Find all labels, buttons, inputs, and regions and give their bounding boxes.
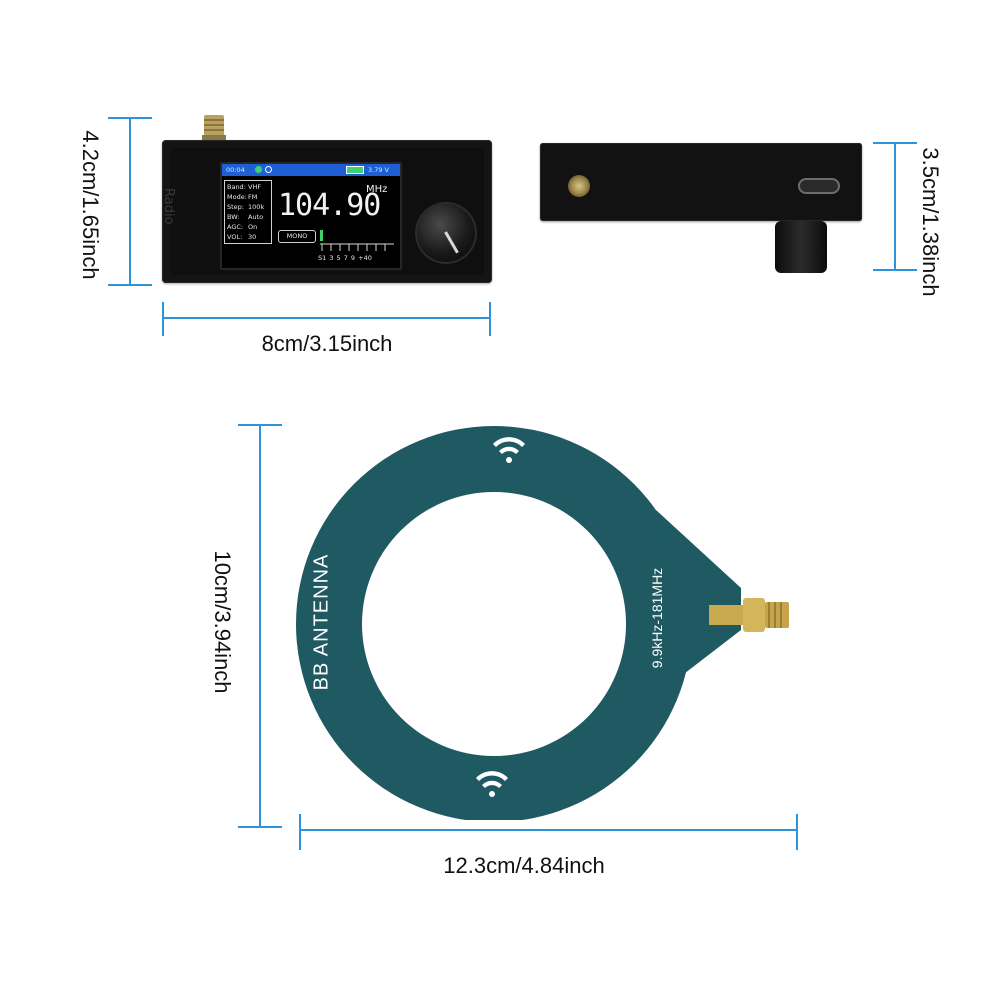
setting-row: Step: 100k	[227, 202, 269, 212]
sma-connector-icon	[202, 115, 226, 143]
antenna-name-label: BB ANTENNA	[310, 553, 333, 691]
setting-value: 100k	[248, 203, 265, 211]
status-indicator-icon	[265, 166, 272, 173]
setting-row: BW: Auto	[227, 212, 269, 222]
frequency-readout: 104.90	[278, 188, 381, 223]
signal-bar	[320, 230, 323, 241]
status-indicator-icon	[255, 166, 262, 173]
setting-key: Step:	[227, 203, 244, 211]
setting-key: BW:	[227, 213, 240, 221]
side-height-label: 3.5cm/1.38inch	[918, 147, 943, 297]
setting-row: AGC: On	[227, 222, 269, 232]
setting-value: 30	[248, 233, 257, 241]
signal-scale-labels: S1 3 5 7 9 +40	[318, 254, 372, 262]
antenna-width-label: 12.3cm/4.84inch	[443, 853, 605, 878]
loop-antenna	[296, 426, 789, 820]
wireless-icon	[476, 771, 508, 797]
front-height-label: 4.2cm/1.65inch	[78, 130, 103, 280]
radio-brand-label: Radio	[161, 188, 176, 225]
setting-key: VOL:	[227, 233, 243, 241]
wireless-icon	[493, 437, 525, 463]
antenna-range-label: 9.9kHz-181MHz	[649, 567, 665, 669]
setting-row: VOL: 30	[227, 232, 269, 242]
setting-value: FM	[248, 193, 258, 201]
setting-row: Band:VHF	[227, 182, 269, 192]
setting-key: Mode:	[227, 193, 247, 201]
usb-c-port-icon	[798, 178, 840, 194]
setting-key: AGC:	[227, 223, 244, 231]
frequency-unit: MHz	[366, 184, 388, 195]
setting-value: VHF	[248, 183, 262, 191]
tuning-knob-side	[775, 221, 827, 273]
radio-side-view	[540, 143, 862, 273]
sma-port-icon	[568, 175, 590, 197]
signal-scale	[320, 243, 394, 251]
battery-voltage: 3.79 V	[368, 166, 389, 174]
setting-value: Auto	[248, 213, 264, 221]
front-width-label: 8cm/3.15inch	[261, 331, 393, 356]
battery-icon	[346, 166, 364, 174]
antenna-height-label: 10cm/3.94inch	[210, 550, 235, 694]
display-time: 00:04	[226, 166, 245, 174]
setting-key: Band:	[227, 183, 246, 191]
setting-row: Mode:FM	[227, 192, 269, 202]
tuning-knob	[417, 204, 475, 262]
mode-badge: MONO	[278, 230, 316, 243]
setting-value: On	[248, 223, 258, 231]
